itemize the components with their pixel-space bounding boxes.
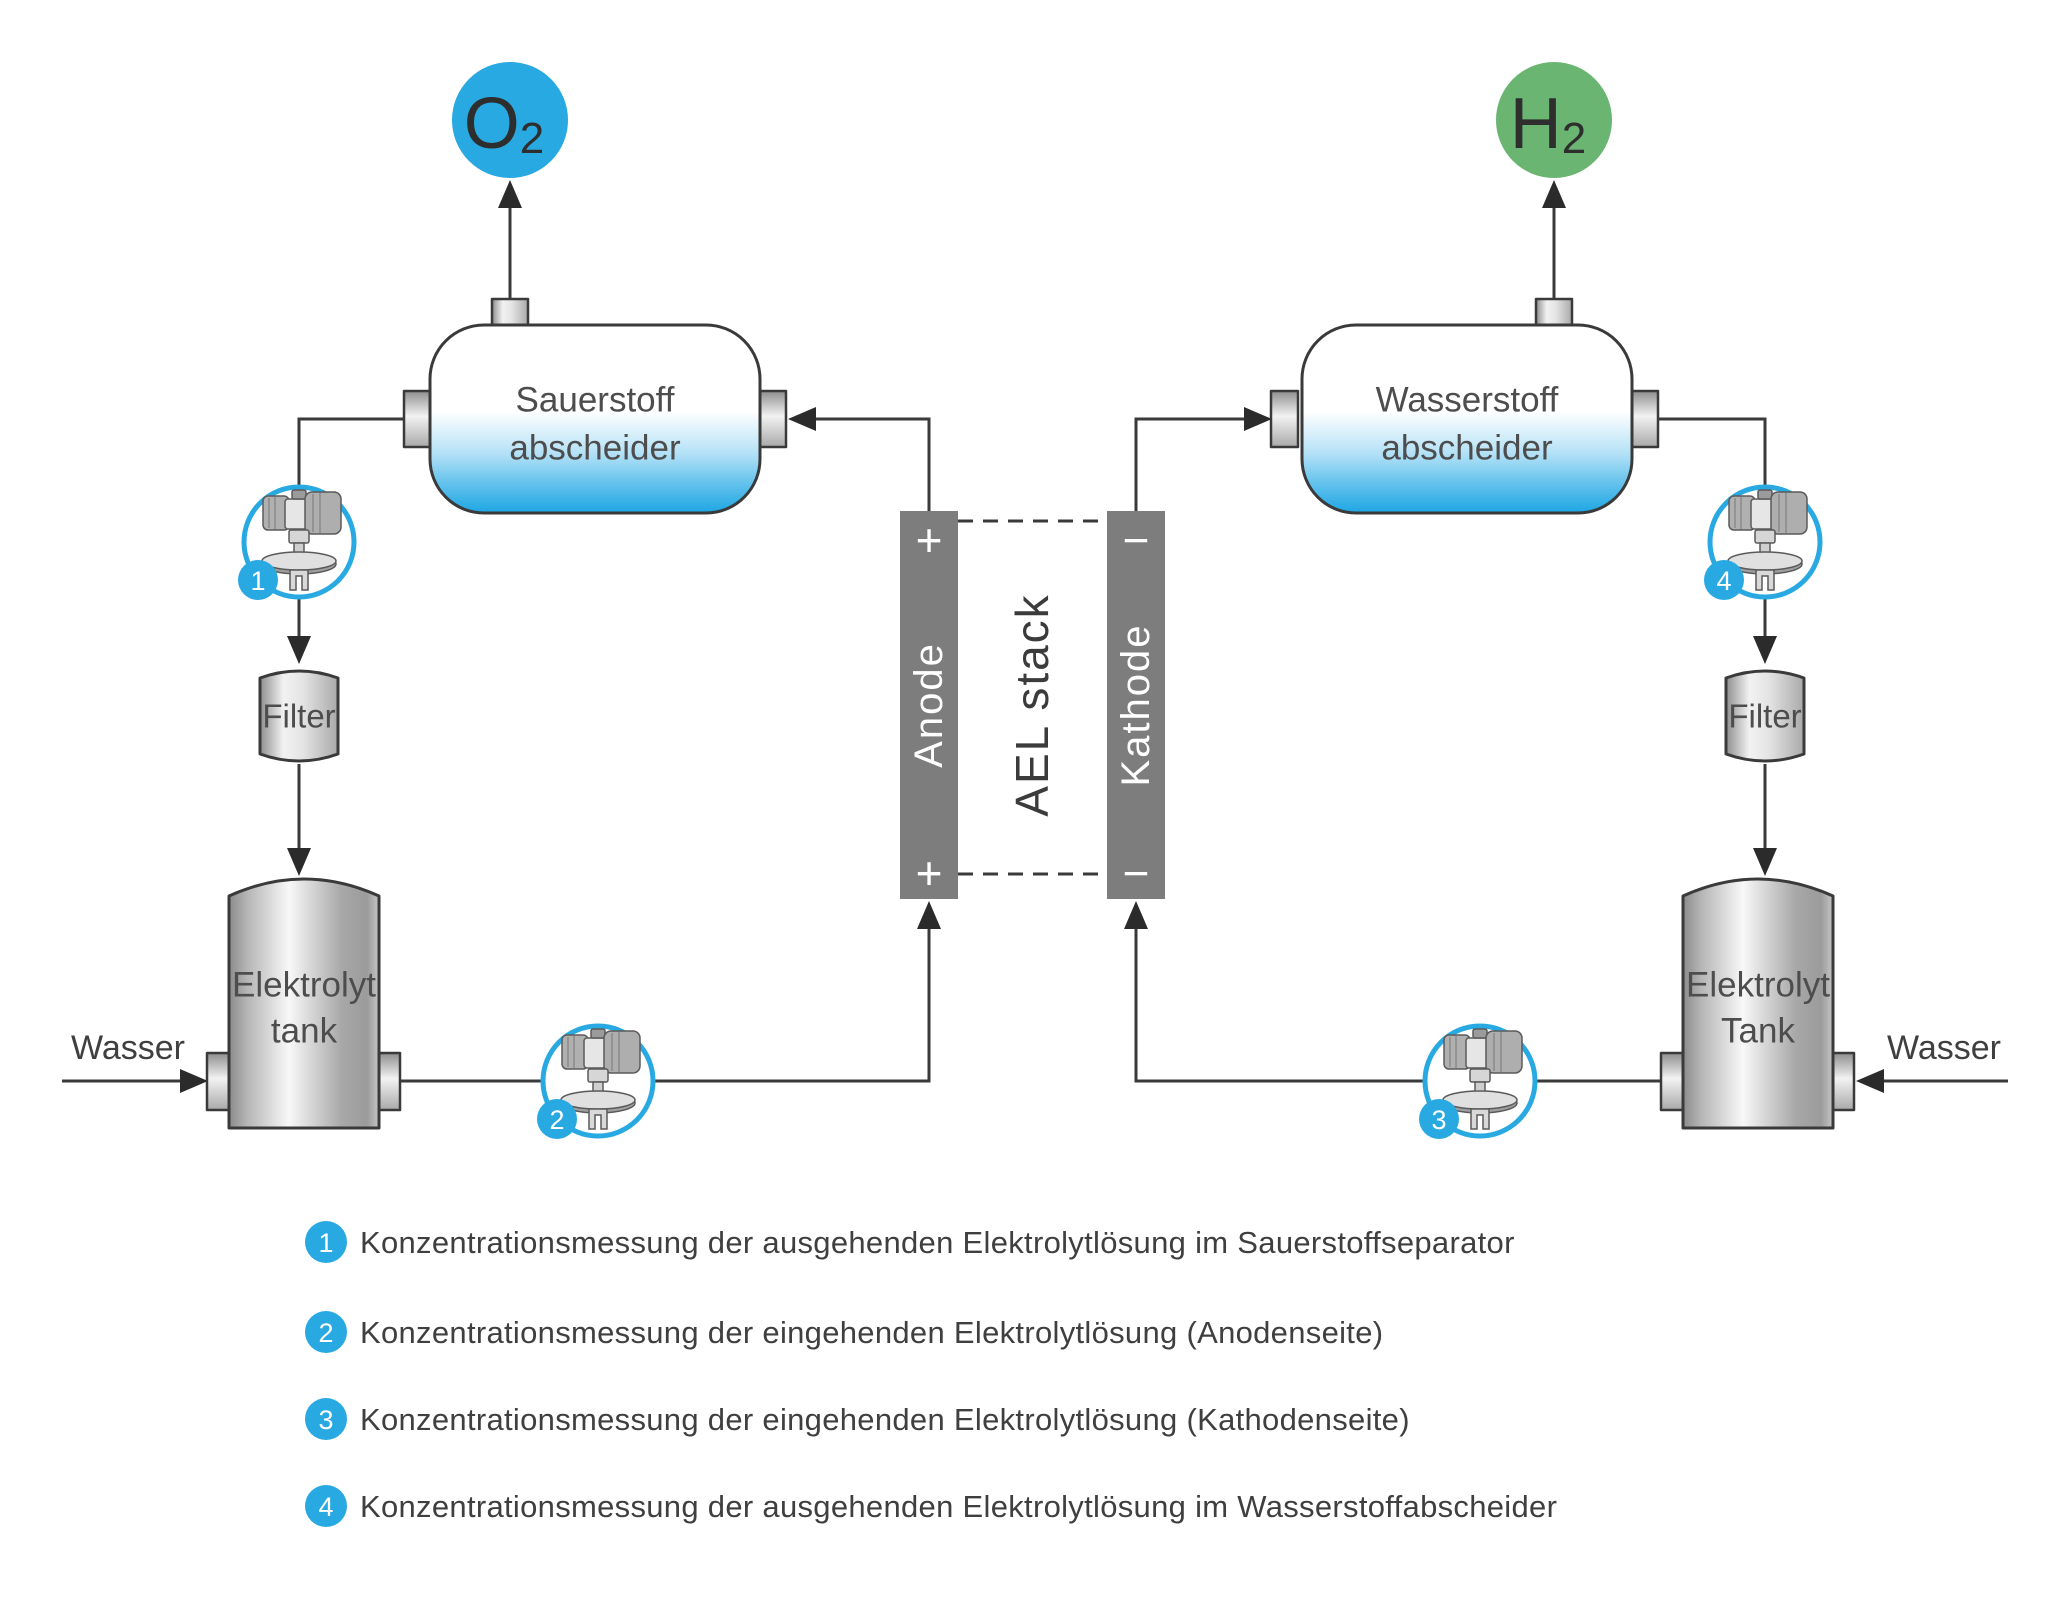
filter-right-label: Filter xyxy=(1728,698,1801,735)
filter-left-label: Filter xyxy=(262,698,335,735)
legend: 1 Konzentrationsmessung der ausgehenden … xyxy=(305,1221,1557,1527)
o2-gas-badge: O2 xyxy=(452,62,568,178)
arrow-water-left xyxy=(180,1069,208,1093)
oxygen-separator-vessel: Sauerstoff abscheider xyxy=(402,297,788,515)
legend-item: 2 Konzentrationsmessung der eingehenden … xyxy=(305,1311,1383,1353)
hydrogen-separator-vessel: Wasserstoff abscheider xyxy=(1269,297,1660,515)
sensor-3: 3 xyxy=(1419,1023,1538,1139)
water-inlet-label-left: Wasser xyxy=(71,1029,185,1067)
arrow-into-anode xyxy=(917,901,941,929)
h2-gas-badge: H2 xyxy=(1496,62,1612,178)
legend-item: 4 Konzentrationsmessung der ausgehenden … xyxy=(305,1485,1557,1527)
sensor-2-number: 2 xyxy=(549,1105,564,1135)
kathode-minus-top: − xyxy=(1123,514,1150,566)
hydrogen-separator-label-line2: abscheider xyxy=(1381,429,1553,468)
arrow-into-hydrogen-separator xyxy=(1244,407,1272,431)
h2-label: H2 xyxy=(1510,84,1586,164)
sensor-2-badge xyxy=(537,1099,577,1139)
legend-number-3: 3 xyxy=(318,1405,333,1435)
ael-stack: + + − − Anode Kathode AEL stack xyxy=(900,511,1165,899)
nozzle-left xyxy=(205,1051,232,1112)
tank-right-label-line2: Tank xyxy=(1721,1012,1795,1051)
legend-number-4: 4 xyxy=(318,1492,333,1522)
o2-label: O2 xyxy=(464,84,545,164)
sensor-1: 1 xyxy=(238,484,357,600)
kathode-bar xyxy=(1107,511,1165,899)
arrow-into-tank-left xyxy=(287,848,311,876)
arrowheads xyxy=(180,180,1884,1093)
filter-right: Filter xyxy=(1724,669,1806,763)
sensor-4: 4 xyxy=(1704,484,1823,600)
tank-body xyxy=(227,877,381,1130)
tank-left-label-line1: Elektrolyt xyxy=(232,966,376,1005)
nozzle-left xyxy=(402,389,433,449)
nozzle-top xyxy=(490,297,530,329)
o2-circle xyxy=(452,62,568,178)
kathode-label: Kathode xyxy=(1114,623,1158,786)
sensor-3-number: 3 xyxy=(1431,1105,1446,1135)
sensor-1-number: 1 xyxy=(250,566,265,596)
anode-plus-bottom: + xyxy=(916,847,943,899)
filter-left: Filter xyxy=(258,669,340,763)
legend-text-2: Konzentrationsmessung der eingehenden El… xyxy=(360,1315,1383,1350)
legend-item: 3 Konzentrationsmessung der eingehenden … xyxy=(305,1398,1410,1440)
legend-badge-4 xyxy=(305,1485,347,1527)
nozzle-right xyxy=(1629,389,1660,449)
filter-body xyxy=(258,669,340,763)
legend-badge-2 xyxy=(305,1311,347,1353)
sensor-4-number: 4 xyxy=(1716,566,1731,596)
legend-text-3: Konzentrationsmessung der eingehenden El… xyxy=(360,1402,1410,1437)
vessel-body xyxy=(428,323,762,515)
h2-circle xyxy=(1496,62,1612,178)
anode-plus-top: + xyxy=(916,514,943,566)
electrolyte-tank-left: Elektrolyt tank xyxy=(205,877,402,1130)
tank-body xyxy=(1681,877,1835,1130)
arrow-into-oxygen-separator xyxy=(788,407,816,431)
electrolyte-tank-right: Elektrolyt Tank xyxy=(1659,877,1856,1130)
arrow-into-tank-right xyxy=(1753,848,1777,876)
arrow-water-right xyxy=(1856,1069,1884,1093)
nozzle-left xyxy=(1659,1051,1686,1112)
vessel-body xyxy=(1300,323,1634,515)
ael-stack-label: AEL stack xyxy=(1006,593,1058,816)
nozzle-top xyxy=(1534,297,1574,329)
nozzle-left xyxy=(1269,389,1300,449)
oxygen-separator-label-line1: Sauerstoff xyxy=(516,381,675,420)
sensor-3-badge xyxy=(1419,1099,1459,1139)
sensor-1-badge xyxy=(238,560,278,600)
legend-item: 1 Konzentrationsmessung der ausgehenden … xyxy=(305,1221,1515,1263)
legend-badge-1 xyxy=(305,1221,347,1263)
filter-body xyxy=(1724,669,1806,763)
arrow-into-kathode xyxy=(1124,901,1148,929)
oxygen-separator-label-line2: abscheider xyxy=(509,429,681,468)
nozzle-right xyxy=(757,389,788,449)
tank-left-label-line2: tank xyxy=(271,1012,338,1051)
arrow-up-o2 xyxy=(498,180,522,208)
legend-number-2: 2 xyxy=(318,1318,333,1348)
water-inlet-label-right: Wasser xyxy=(1887,1029,2001,1067)
arrow-into-filter-right xyxy=(1753,636,1777,664)
anode-label: Anode xyxy=(907,642,951,768)
kathode-minus-bottom: − xyxy=(1123,847,1150,899)
arrow-up-h2 xyxy=(1542,180,1566,208)
legend-text-1: Konzentrationsmessung der ausgehenden El… xyxy=(360,1225,1515,1260)
hydrogen-separator-label-line1: Wasserstoff xyxy=(1376,381,1559,420)
legend-badge-3 xyxy=(305,1398,347,1440)
legend-text-4: Konzentrationsmessung der ausgehenden El… xyxy=(360,1489,1557,1524)
arrow-into-filter-left xyxy=(287,636,311,664)
legend-number-1: 1 xyxy=(318,1228,333,1258)
anode-bar xyxy=(900,511,958,899)
tank-right-label-line1: Elektrolyt xyxy=(1686,966,1830,1005)
sensor-2: 2 xyxy=(537,1023,656,1139)
sensor-4-badge xyxy=(1704,560,1744,600)
